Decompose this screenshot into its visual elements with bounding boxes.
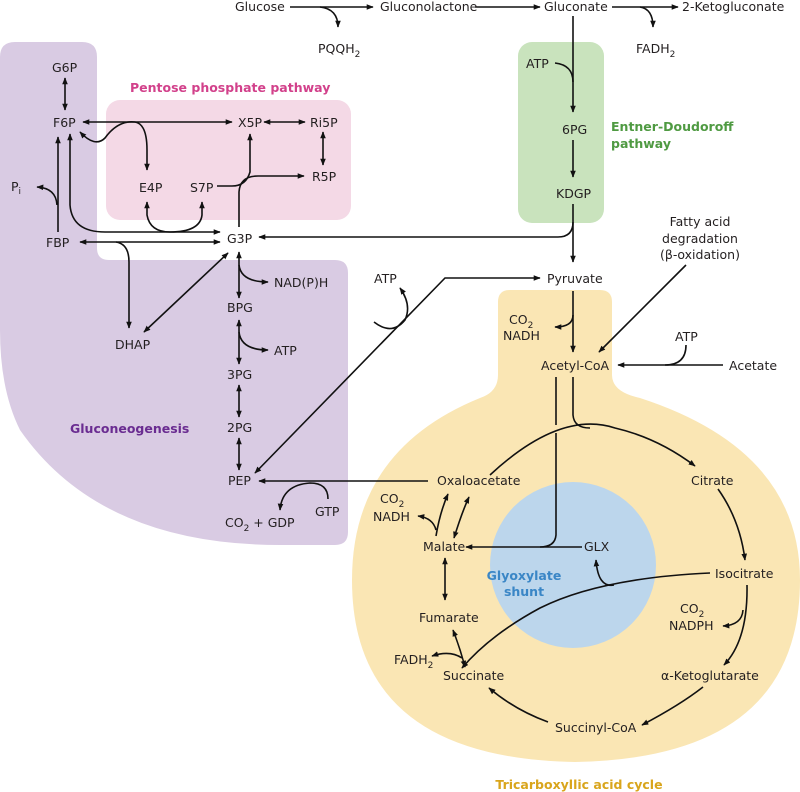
node-nadph-gapdh: NAD(P)H	[274, 275, 328, 290]
node-alpha-ketoglutarate: α-Ketoglutarate	[661, 668, 759, 683]
entner-doudoroff-title: Entner-Doudoroff	[611, 119, 734, 134]
node-co2-idh: CO2	[680, 601, 704, 620]
node-g6p: G6P	[52, 60, 78, 75]
node-ri5p: Ri5P	[310, 115, 338, 130]
node-isocitrate: Isocitrate	[715, 566, 774, 581]
node-acetyl-coa: Acetyl-CoA	[541, 358, 610, 373]
node-2-ketogluconate: 2-Ketogluconate	[682, 0, 785, 14]
node-glx: GLX	[584, 539, 610, 554]
entner-doudoroff-title-line2: pathway	[611, 136, 671, 151]
node-x5p: X5P	[238, 115, 263, 130]
node-acetate: Acetate	[729, 358, 777, 373]
node-atp-pyk: ATP	[374, 271, 397, 286]
reaction-arrows	[36, 4, 748, 726]
tca-cycle-title: Tricarboxyllic acid cycle	[495, 777, 662, 792]
gluconeogenesis-title: Gluconeogenesis	[70, 421, 189, 436]
node-fbp: FBP	[46, 235, 70, 250]
node-pep: PEP	[228, 473, 251, 488]
node-nadh-mdh: NADH	[373, 509, 410, 524]
node-succinyl-coa: Succinyl-CoA	[555, 720, 637, 735]
node-fadh2-top: FADH2	[636, 41, 675, 60]
node-pyruvate: Pyruvate	[547, 271, 603, 286]
node-e4p: E4P	[139, 180, 163, 195]
node-g3p: G3P	[227, 231, 253, 246]
node-nadph-idh: NADPH	[669, 618, 713, 633]
node-nadh-pdh: NADH	[503, 328, 540, 343]
node-6pg: 6PG	[562, 122, 587, 137]
node-fatty-acid-line3: (β-oxidation)	[660, 247, 740, 262]
node-3pg: 3PG	[227, 367, 252, 382]
node-gluconate: Gluconate	[544, 0, 608, 14]
node-fadh2-tca: FADH2	[394, 652, 433, 671]
node-fatty-acid-line2: degradation	[662, 231, 738, 246]
node-malate: Malate	[423, 539, 465, 554]
node-pqqh2: PQQH2	[318, 41, 360, 60]
node-glucose: Glucose	[235, 0, 285, 14]
node-fatty-acid: Fatty acid	[670, 214, 731, 229]
node-2pg: 2PG	[227, 420, 252, 435]
node-atp-pgk: ATP	[274, 343, 297, 358]
node-fumarate: Fumarate	[419, 610, 479, 625]
node-citrate: Citrate	[691, 473, 734, 488]
node-gluconolactone: Gluconolactone	[380, 0, 478, 14]
glyoxylate-shunt-title: Glyoxylate	[487, 568, 562, 583]
metabolite-labels: Glucose Gluconolactone Gluconate 2-Ketog…	[11, 0, 785, 735]
pentose-pathway-title: Pentose phosphate pathway	[130, 80, 330, 95]
node-gtp: GTP	[315, 504, 340, 519]
node-dhap: DHAP	[115, 337, 151, 352]
node-r5p: R5P	[312, 169, 337, 184]
node-pi: Pi	[11, 179, 21, 197]
glyoxylate-region	[490, 482, 656, 648]
node-co2-pdh: CO2	[509, 312, 533, 331]
node-bpg: BPG	[227, 300, 253, 315]
node-kdgp: KDGP	[556, 186, 592, 201]
node-oxaloacetate: Oxaloacetate	[437, 473, 521, 488]
node-atp-ed: ATP	[526, 56, 549, 71]
node-f6p: F6P	[53, 115, 76, 130]
node-succinate: Succinate	[443, 668, 505, 683]
entner-doudoroff-region	[518, 42, 604, 223]
node-co2-gdp: CO2 + GDP	[225, 515, 295, 534]
glyoxylate-shunt-title-line2: shunt	[504, 584, 544, 599]
node-s7p: S7P	[190, 180, 214, 195]
node-atp-acs: ATP	[675, 329, 698, 344]
node-co2-mdh: CO2	[380, 491, 404, 510]
